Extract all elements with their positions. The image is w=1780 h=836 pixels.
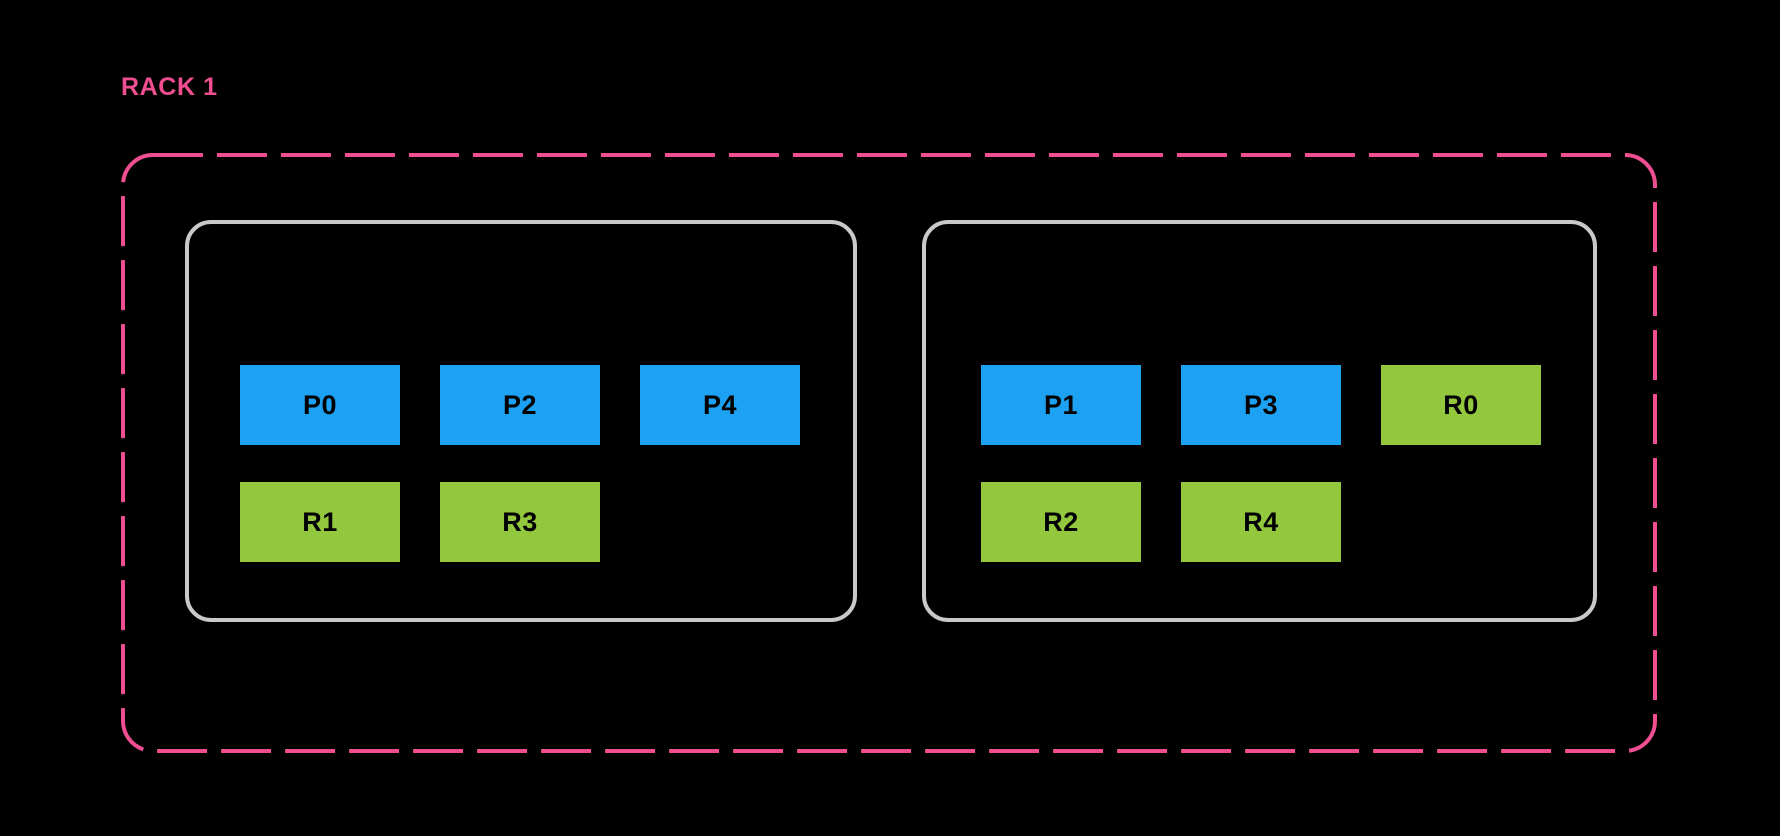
replica-cell-r2: R2	[981, 482, 1141, 562]
replica-cell-r0: R0	[1381, 365, 1541, 445]
replica-cell-r1: R1	[240, 482, 400, 562]
partition-cell-p2: P2	[440, 365, 600, 445]
replica-cell-r4: R4	[1181, 482, 1341, 562]
replica-cell-r3: R3	[440, 482, 600, 562]
partition-cell-p3: P3	[1181, 365, 1341, 445]
partition-cell-p0: P0	[240, 365, 400, 445]
partition-cell-p4: P4	[640, 365, 800, 445]
partition-cell-p1: P1	[981, 365, 1141, 445]
rack-label: RACK 1	[121, 73, 218, 101]
